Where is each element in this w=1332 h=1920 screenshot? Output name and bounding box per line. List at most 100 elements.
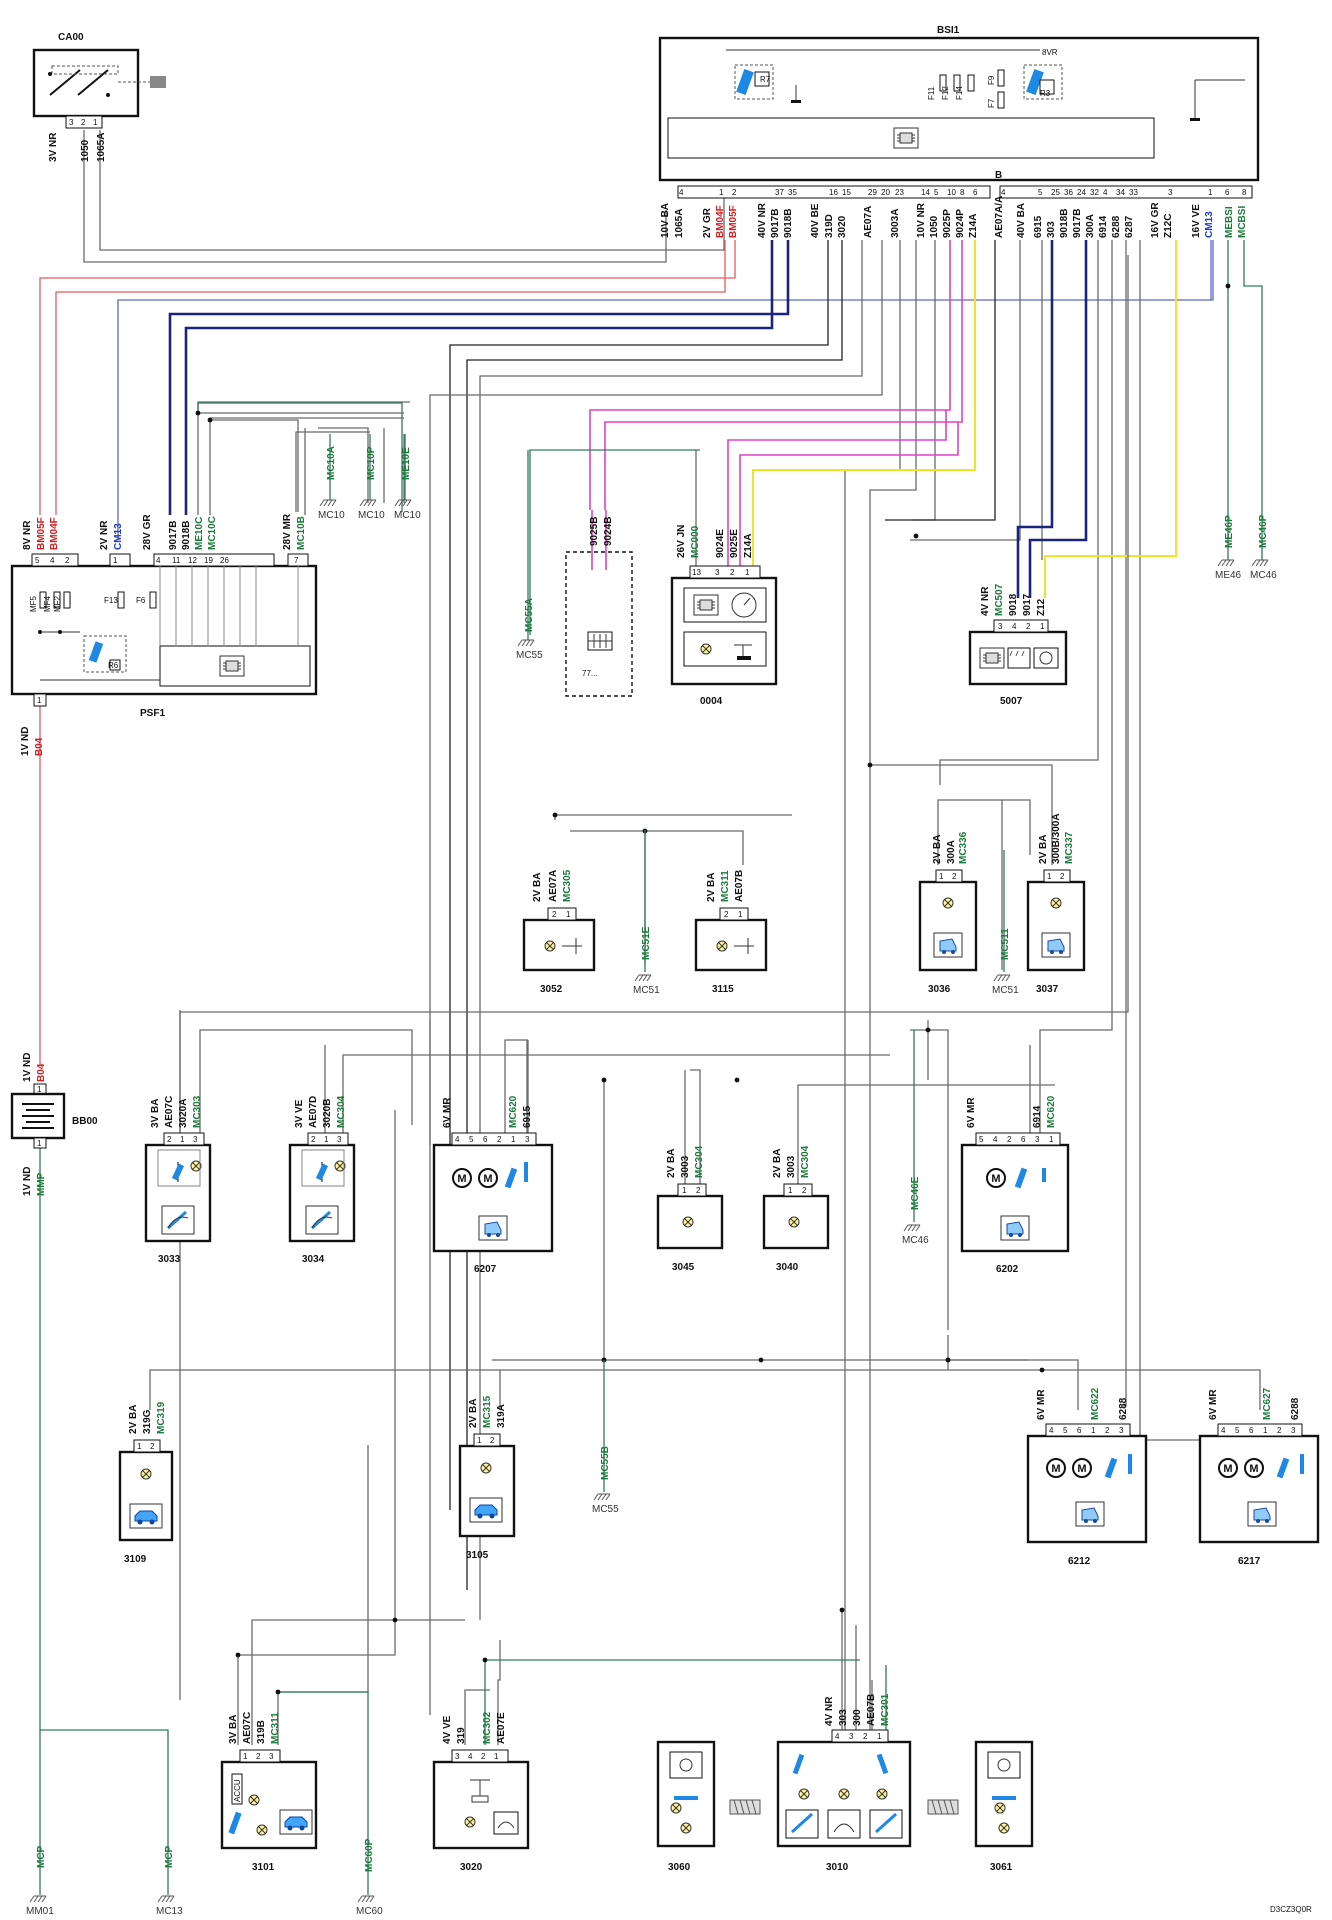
svg-text:319D: 319D xyxy=(824,214,835,238)
component-bb00: 1V ND B04 1 1 BB00 1V ND MMP xyxy=(10,1053,98,1196)
svg-text:9017B: 9017B xyxy=(1072,209,1083,238)
svg-text:1: 1 xyxy=(477,1436,482,1445)
svg-text:9017B: 9017B xyxy=(168,521,179,550)
svg-text:MC51: MC51 xyxy=(992,985,1019,996)
ground-icon xyxy=(319,499,412,507)
component-3033: 2 1 3 3033 3V BA AE07C 3020A MC303 xyxy=(144,1095,212,1265)
roof-light-icon xyxy=(997,1758,1011,1772)
svg-text:4: 4 xyxy=(835,1732,840,1741)
switch-icon xyxy=(734,938,754,954)
lamp-icon xyxy=(544,940,556,952)
svg-text:6288: 6288 xyxy=(1118,1397,1129,1420)
svg-text:5: 5 xyxy=(469,1135,474,1144)
svg-text:4: 4 xyxy=(156,556,161,565)
motor-icon xyxy=(986,1168,1006,1188)
cable-left xyxy=(729,1799,761,1815)
svg-text:MC620: MC620 xyxy=(508,1095,519,1128)
svg-text:3020A: 3020A xyxy=(178,1099,189,1128)
bsi-pin: 25 xyxy=(1051,188,1060,197)
component-5007: 3 4 2 1 5007 4V NR MC507 9018 9017 Z12 xyxy=(968,583,1068,707)
svg-text:AE07B: AE07B xyxy=(866,1694,877,1726)
svg-text:MC51: MC51 xyxy=(633,985,660,996)
svg-text:9017: 9017 xyxy=(1022,593,1033,616)
svg-text:4: 4 xyxy=(993,1135,998,1144)
svg-text:2: 2 xyxy=(1277,1426,1282,1435)
svg-text:MC46: MC46 xyxy=(902,1235,929,1246)
svg-text:4: 4 xyxy=(1049,1426,1054,1435)
ground-mc55a: MC55A MC55 xyxy=(516,450,543,661)
svg-text:2V BA: 2V BA xyxy=(1038,835,1049,864)
door-icon xyxy=(1041,932,1071,958)
svg-text:3020: 3020 xyxy=(837,215,848,238)
ground-icon xyxy=(593,1493,611,1501)
svg-text:3: 3 xyxy=(337,1135,342,1144)
svg-text:2: 2 xyxy=(256,1752,261,1761)
component-77: 77... 9025B 9024B xyxy=(565,510,633,697)
svg-text:9018B: 9018B xyxy=(181,521,192,550)
c3101-name: 3101 xyxy=(252,1862,275,1873)
svg-text:R7: R7 xyxy=(760,75,771,84)
svg-text:3003: 3003 xyxy=(786,1155,797,1178)
bb00-name: BB00 xyxy=(72,1116,98,1127)
svg-text:1065A: 1065A xyxy=(96,133,107,162)
svg-text:6V MR: 6V MR xyxy=(1208,1389,1219,1420)
svg-text:AE07E: AE07E xyxy=(496,1712,507,1744)
ground-group-mcp: MCP MCP MM01 MC13 xyxy=(26,1845,183,1917)
ignition-switch-icon xyxy=(48,65,166,97)
svg-text:1: 1 xyxy=(1263,1426,1268,1435)
bsi-pin: 8 xyxy=(1242,188,1247,197)
bsi-pin: 4 xyxy=(1103,188,1108,197)
component-3037: 1 2 3037 2V BA 300B/300A MC337 xyxy=(1026,813,1086,995)
svg-text:6: 6 xyxy=(1077,1426,1082,1435)
svg-text:1V ND: 1V ND xyxy=(22,1167,33,1196)
svg-text:3V BA: 3V BA xyxy=(228,1715,239,1744)
svg-text:6287: 6287 xyxy=(1124,215,1135,238)
svg-text:77...: 77... xyxy=(582,669,598,678)
svg-text:1050: 1050 xyxy=(929,215,940,238)
svg-text:3V NR: 3V NR xyxy=(48,132,59,162)
svg-text:1050: 1050 xyxy=(80,139,91,162)
svg-text:MCBSI: MCBSI xyxy=(1237,206,1248,238)
svg-text:F13: F13 xyxy=(104,596,118,605)
ground-icon xyxy=(791,85,801,103)
lamp-icon xyxy=(788,1216,800,1228)
svg-text:BM05F: BM05F xyxy=(36,517,47,550)
svg-text:3: 3 xyxy=(455,1752,460,1761)
svg-text:8V NR: 8V NR xyxy=(22,520,33,550)
bsi-pin: 24 xyxy=(1077,188,1086,197)
svg-text:319A: 319A xyxy=(496,1404,507,1428)
svg-text:AE07D: AE07D xyxy=(308,1096,319,1128)
svg-text:5: 5 xyxy=(35,556,40,565)
lamp-icon xyxy=(140,1468,152,1480)
svg-text:F7: F7 xyxy=(987,98,996,108)
component-3040: 1 2 3040 2V BA 3003 MC304 xyxy=(762,1145,830,1273)
bsi-pin: 15 xyxy=(842,188,851,197)
svg-text:1V ND: 1V ND xyxy=(22,1053,33,1082)
ground-icon xyxy=(29,1895,175,1903)
svg-text:300A: 300A xyxy=(946,840,957,864)
c6212-name: 6212 xyxy=(1068,1556,1091,1567)
ground-group-mc10: MC10A MC10P ME10E MC10 MC10 MC10 xyxy=(318,434,421,521)
sun-sensor-icon xyxy=(1033,647,1059,669)
svg-text:5: 5 xyxy=(1235,1426,1240,1435)
bsi1-name: BSI1 xyxy=(937,25,960,36)
svg-text:300: 300 xyxy=(852,1709,863,1726)
ground-mc60p: MC60P MC60 xyxy=(356,1838,383,1917)
svg-text:1: 1 xyxy=(180,1135,185,1144)
lamp-icon xyxy=(1050,897,1062,909)
svg-text:2: 2 xyxy=(696,1186,701,1195)
svg-text:2: 2 xyxy=(490,1436,495,1445)
svg-text:28V GR: 28V GR xyxy=(142,514,153,550)
svg-text:16V VE: 16V VE xyxy=(1191,204,1202,238)
c3109-name: 3109 xyxy=(124,1554,147,1565)
bsi-pin: 1 xyxy=(1208,188,1213,197)
svg-text:AE07A: AE07A xyxy=(548,870,559,902)
svg-text:3: 3 xyxy=(69,118,74,127)
svg-text:4: 4 xyxy=(468,1752,473,1761)
svg-text:4: 4 xyxy=(1012,622,1017,631)
svg-text:3: 3 xyxy=(1035,1135,1040,1144)
bsi-pin: 23 xyxy=(895,188,904,197)
component-3101: 1 2 3 ACCU 3101 3V BA AE07C 319B MC311 xyxy=(220,1712,318,1873)
roof-light-icon xyxy=(679,1758,693,1772)
svg-text:9024B: 9024B xyxy=(603,517,614,546)
